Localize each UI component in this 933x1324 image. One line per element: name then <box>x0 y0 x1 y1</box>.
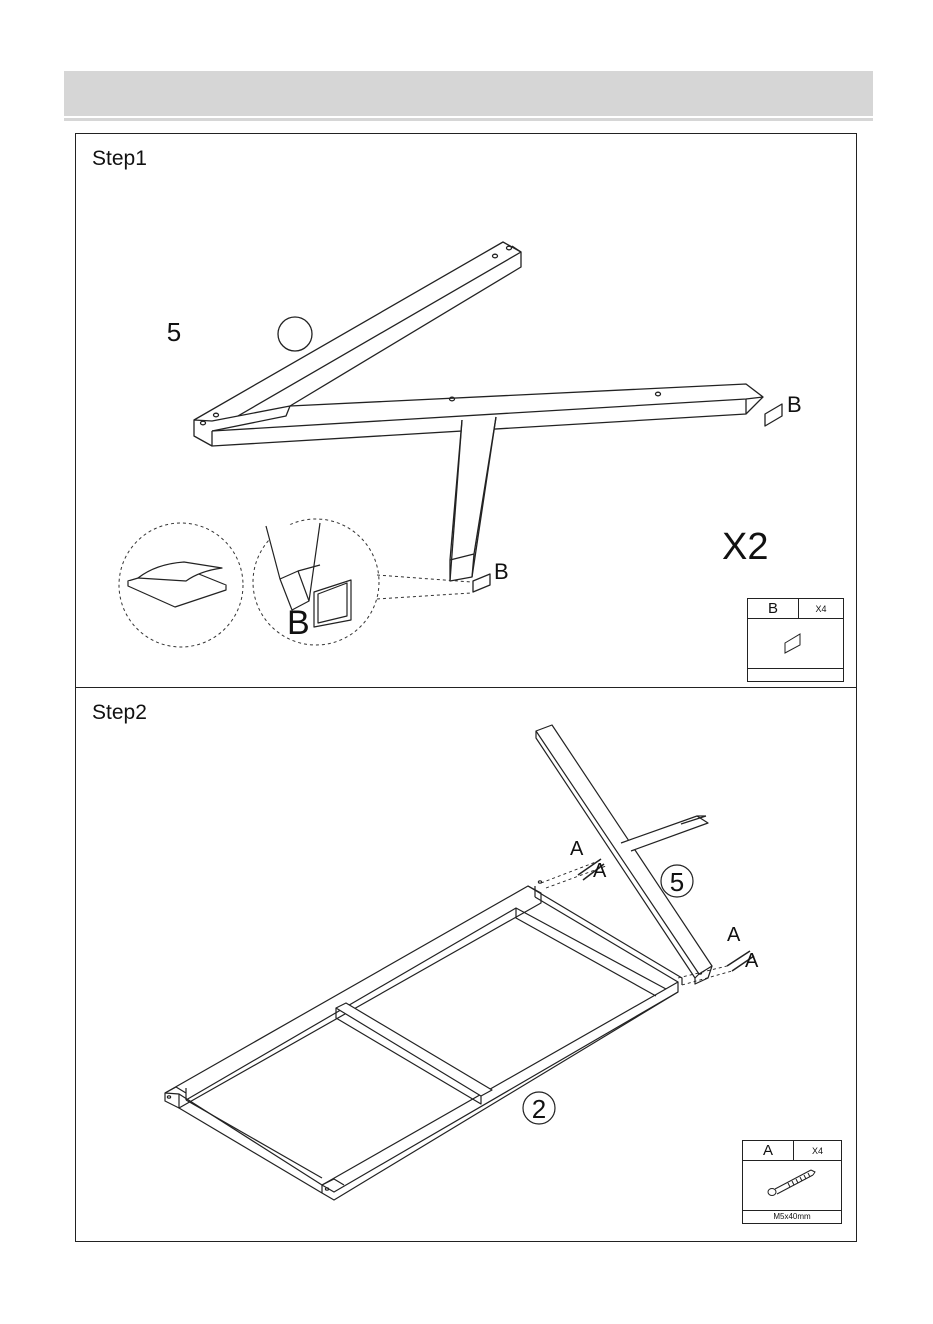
pad-icon <box>748 619 843 671</box>
step2-screw-label: A <box>727 924 740 947</box>
step1-callout-b-right: B <box>787 392 802 418</box>
header-rule <box>64 118 873 121</box>
step1-parts-quantity: X4 <box>799 599 843 618</box>
step1-panel: Step1 <box>75 133 857 688</box>
step2-illustration: 5 2 <box>76 688 856 1241</box>
step2-parts-letter: A <box>743 1141 794 1160</box>
step2-screw-label: A <box>745 950 758 973</box>
step1-part-number: 5 <box>167 317 181 347</box>
step2-screw-label: A <box>570 838 583 861</box>
step2-parts-quantity: X4 <box>794 1141 841 1160</box>
step1-illustration: 5 <box>76 134 856 687</box>
step2-panel: Step2 <box>75 687 857 1242</box>
step1-parts-footer <box>748 668 843 681</box>
step2-parts-footer: M5x40mm <box>743 1210 841 1223</box>
screw-icon <box>743 1161 841 1213</box>
step1-parts-letter: B <box>748 599 799 618</box>
step2-part-number-leg: 5 <box>670 867 684 897</box>
step2-screw-label: A <box>593 860 606 883</box>
step2-part-number-frame: 2 <box>532 1094 546 1124</box>
step2-parts-box: A X4 M5x40mm <box>742 1140 842 1224</box>
header-bar <box>64 71 873 116</box>
step1-parts-box: B X4 <box>747 598 844 682</box>
step1-detail-label: B <box>287 604 310 643</box>
step1-callout-b-leg: B <box>494 559 509 585</box>
step1-multiplier: X2 <box>722 526 768 569</box>
